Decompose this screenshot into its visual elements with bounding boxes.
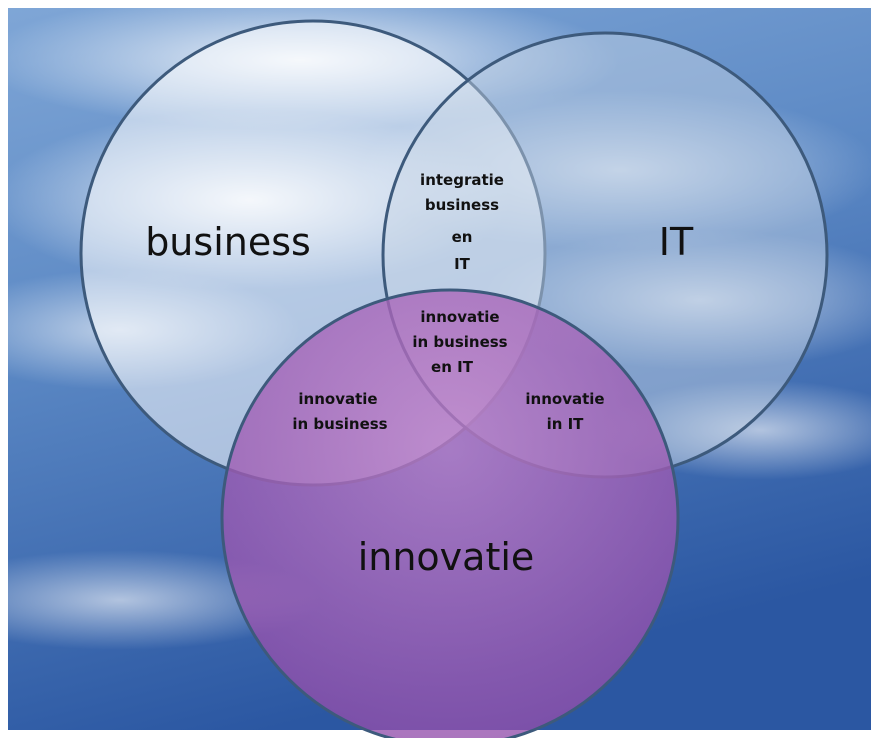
overlap-it-innovatie-line-1: innovatie <box>525 390 604 408</box>
overlap-center: innovatie in business en IT <box>412 308 507 376</box>
overlap-business-it-line-4: IT <box>454 255 471 273</box>
overlap-it-innovatie-line-2: in IT <box>547 415 585 433</box>
overlap-center-line-1: innovatie <box>420 308 499 326</box>
overlap-center-line-2: in business <box>412 333 507 351</box>
overlap-business-innovatie-line-2: in business <box>292 415 387 433</box>
innovatie-label: innovatie <box>358 535 535 579</box>
it-label: IT <box>659 220 694 264</box>
overlap-business-it-line-2: business <box>425 196 499 214</box>
overlap-business-innovatie: innovatie in business <box>292 390 387 433</box>
overlap-center-line-3: en IT <box>431 358 474 376</box>
business-label: business <box>145 220 311 264</box>
overlap-it-innovatie: innovatie in IT <box>525 390 604 433</box>
overlap-business-it-line-3: en <box>452 228 473 246</box>
overlap-business-it-line-1: integratie <box>420 171 504 189</box>
overlap-business-innovatie-line-1: innovatie <box>298 390 377 408</box>
overlap-business-it: integratie business en IT <box>420 171 504 273</box>
innovatie-circle <box>220 288 680 738</box>
